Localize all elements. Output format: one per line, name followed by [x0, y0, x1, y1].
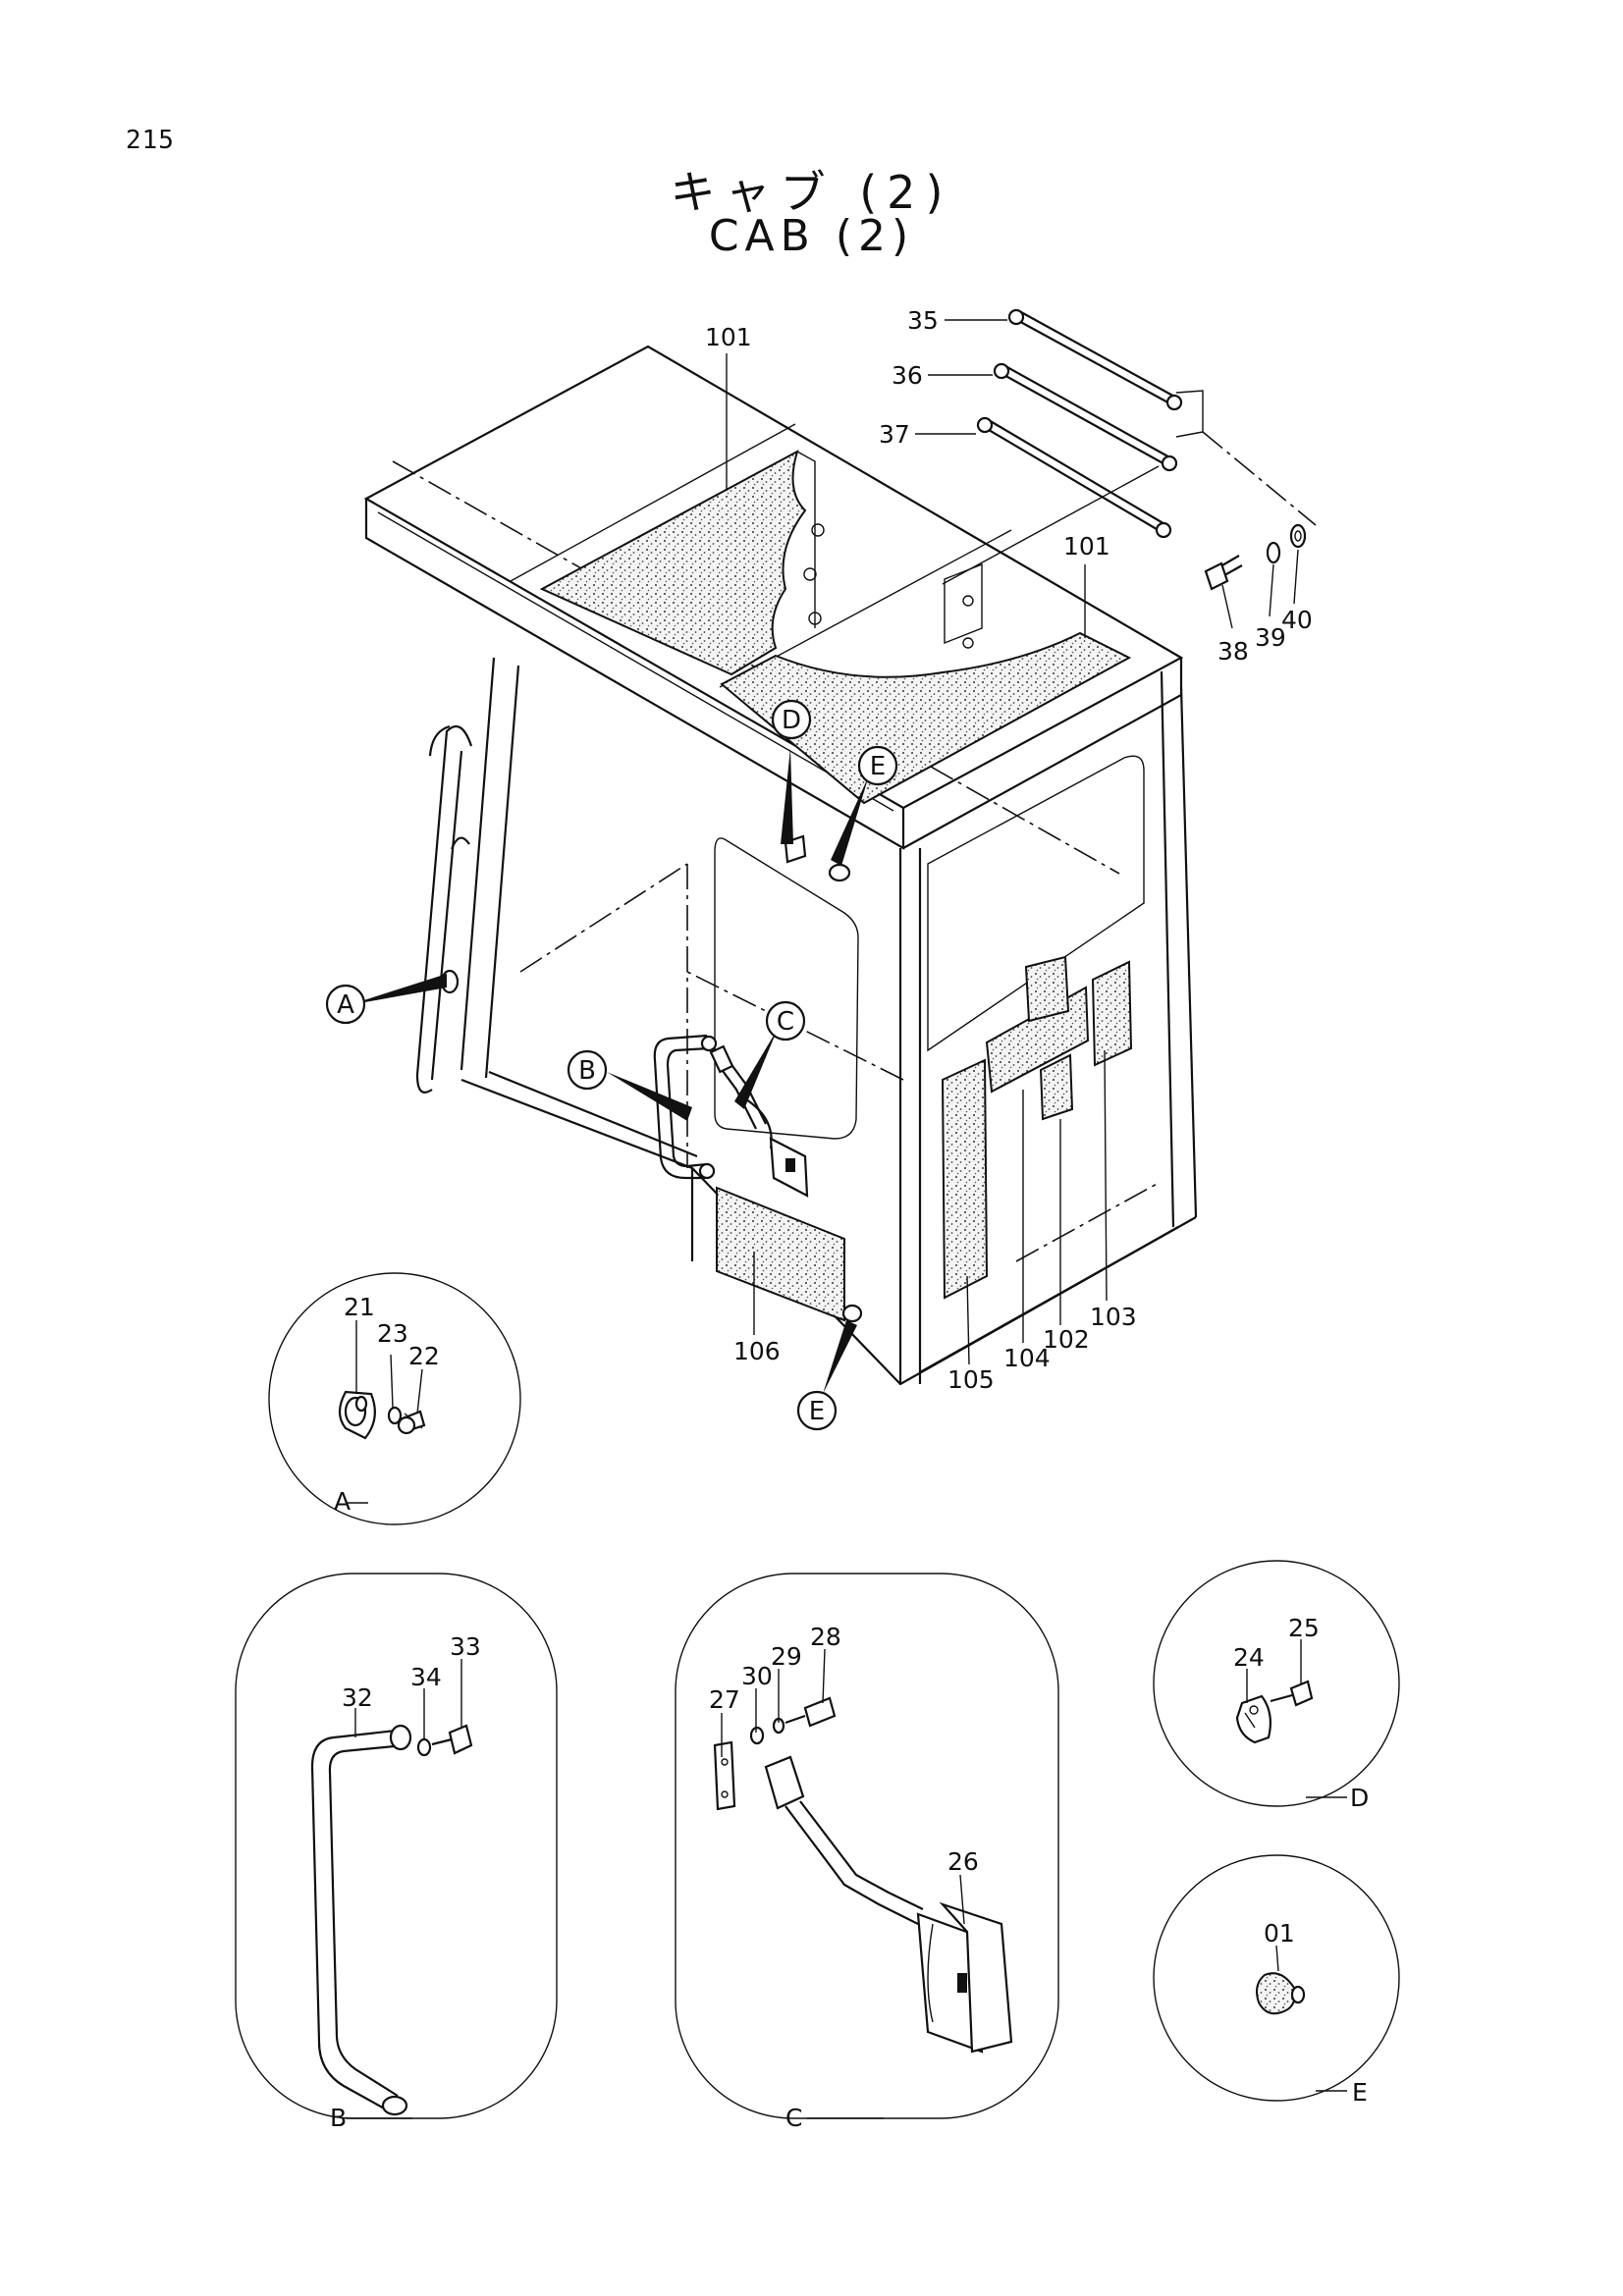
part-label-01: 01	[1264, 1919, 1295, 1948]
svg-text:A: A	[337, 990, 354, 1020]
detail-label-e: E	[1352, 2078, 1368, 2107]
callout-d: D	[771, 699, 812, 740]
detail-view-a: 21 23 22 A	[268, 1272, 521, 1525]
part-label-28: 28	[810, 1623, 841, 1651]
callout-a: A	[325, 984, 366, 1025]
cab-assembly	[363, 308, 1317, 1386]
leader-lines	[726, 319, 1299, 1365]
detail-view-d: 24 25 D	[1153, 1560, 1400, 1812]
svg-text:C: C	[777, 1007, 794, 1037]
detail-view-b: 32 34 33 B	[235, 1573, 558, 2132]
page-number: 215	[126, 126, 175, 155]
part-label-39: 39	[1255, 623, 1286, 652]
part-label-101-top: 101	[705, 323, 752, 351]
part-label-25: 25	[1288, 1614, 1320, 1642]
callout-c: C	[765, 1000, 806, 1041]
part-label-106: 106	[733, 1337, 781, 1365]
detail-label-a: A	[334, 1487, 351, 1516]
title-english: CAB (2)	[708, 211, 915, 261]
svg-text:B: B	[578, 1056, 596, 1086]
part-label-27: 27	[709, 1685, 740, 1714]
part-label-37: 37	[879, 420, 910, 449]
svg-text:E: E	[809, 1397, 825, 1426]
part-label-105: 105	[947, 1365, 995, 1394]
svg-text:D: D	[782, 706, 801, 735]
part-label-34: 34	[410, 1663, 442, 1691]
part-label-29: 29	[771, 1642, 802, 1671]
detail-label-d: D	[1350, 1784, 1369, 1812]
part-label-23: 23	[377, 1319, 408, 1348]
callout-e-top: E	[857, 745, 898, 786]
callout-b: B	[567, 1049, 608, 1091]
part-label-22: 22	[408, 1342, 440, 1370]
part-label-103: 103	[1090, 1303, 1137, 1331]
part-label-21: 21	[344, 1293, 375, 1321]
part-label-35: 35	[907, 306, 939, 335]
part-label-30: 30	[741, 1662, 773, 1690]
detail-view-c: 27 30 29 28 26 C	[675, 1573, 1059, 2132]
part-label-32: 32	[342, 1683, 373, 1712]
part-label-101-right: 101	[1063, 532, 1110, 561]
part-label-40: 40	[1281, 606, 1313, 634]
svg-text:E: E	[870, 752, 886, 781]
detail-label-c: C	[785, 2104, 802, 2132]
callout-e-bottom: E	[796, 1390, 838, 1431]
part-label-104: 104	[1003, 1344, 1051, 1372]
part-label-102: 102	[1043, 1325, 1090, 1354]
part-label-36: 36	[892, 361, 923, 390]
part-label-33: 33	[450, 1632, 481, 1661]
detail-view-e: 01 E	[1153, 1854, 1400, 2107]
part-label-26: 26	[947, 1847, 979, 1876]
part-label-24: 24	[1233, 1643, 1265, 1672]
part-label-38: 38	[1217, 637, 1249, 666]
detail-label-b: B	[330, 2104, 347, 2132]
title-japanese: キャブ (2)	[670, 166, 953, 219]
